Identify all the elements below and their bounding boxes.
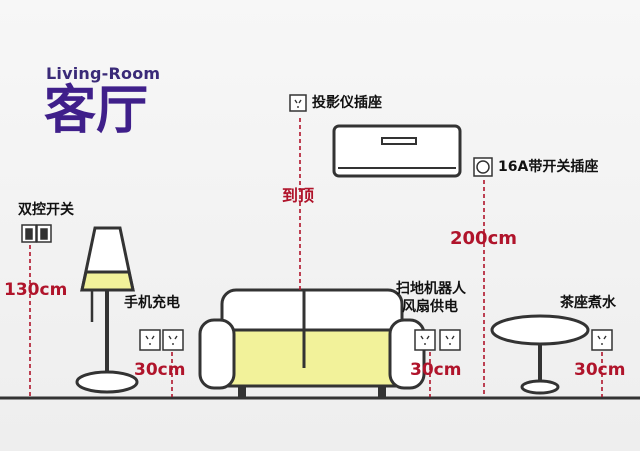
floor-lamp	[75, 226, 139, 394]
tea-height-label: 30cm	[574, 360, 626, 380]
socket-pins	[145, 99, 607, 345]
robot-label: 扫地机器人	[396, 281, 466, 297]
ac-socket-label: 16A带开关插座	[498, 159, 599, 175]
tea-kettle-label: 茶座煮水	[560, 295, 616, 311]
tea-table	[490, 314, 590, 395]
room-subtitle: Living-Room	[46, 64, 161, 83]
robot-height-label: 30cm	[410, 360, 462, 380]
air-conditioner	[332, 124, 462, 178]
dimension-lines	[29, 118, 603, 397]
to-top-label: 到顶	[282, 186, 315, 205]
projector-socket-label: 投影仪插座	[312, 95, 382, 111]
socket-icons	[21, 94, 613, 351]
fan-label: 风扇供电	[402, 299, 458, 315]
phone-height-label: 30cm	[134, 360, 186, 380]
switch-height-label: 130cm	[4, 280, 68, 300]
phone-charging-label: 手机充电	[124, 295, 180, 311]
room-title: 客厅	[44, 81, 149, 141]
dual-switch-label: 双控开关	[18, 202, 74, 218]
sofa	[198, 288, 426, 398]
ac-height-label: 200cm	[450, 228, 517, 249]
